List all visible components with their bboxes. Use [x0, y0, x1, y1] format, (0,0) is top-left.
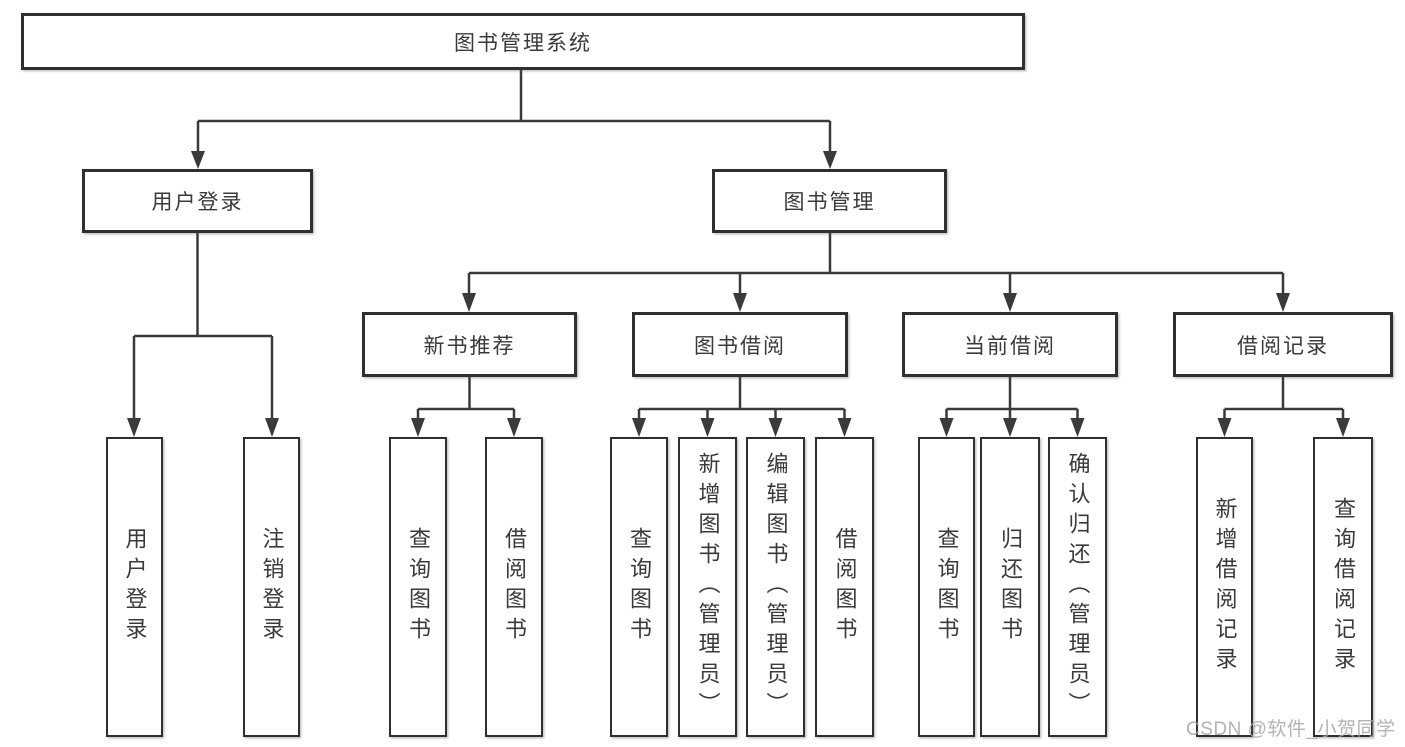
leaf-borrow-query-books: 查询图书 — [610, 437, 668, 737]
leaf-user-login-label: 用户登录 — [122, 527, 148, 647]
connector-book-mgmt-children — [462, 233, 1290, 312]
node-user-login-label: 用户登录 — [151, 191, 244, 214]
leaf-newbook-borrow-books: 借阅图书 — [485, 437, 543, 737]
node-borrow-records: 借阅记录 — [1173, 312, 1393, 377]
leaf-newbook-query-books: 查询图书 — [389, 437, 447, 737]
node-current-borrow-label: 当前借阅 — [964, 334, 1056, 358]
leaf-records-query-record-label: 查询借阅记录 — [1331, 497, 1356, 677]
leaf-borrow-borrow-books-label: 借阅图书 — [832, 527, 858, 647]
node-library-system-label: 图书管理系统 — [454, 31, 592, 55]
leaf-borrow-add-books-admin-label: 新增图书（管理员） — [695, 452, 721, 722]
connector-user-login-children — [127, 233, 279, 437]
leaf-borrow-edit-books-admin-label: 编辑图书（管理员） — [763, 452, 789, 722]
leaf-logout-label: 注销登录 — [259, 527, 285, 647]
leaf-current-query-books-label: 查询图书 — [934, 527, 960, 647]
leaf-user-login: 用户登录 — [106, 437, 163, 737]
connector-book-borrow-children — [632, 377, 852, 437]
leaf-borrow-borrow-books: 借阅图书 — [815, 437, 874, 737]
node-book-management: 图书管理 — [712, 169, 947, 233]
leaf-current-return-books: 归还图书 — [980, 437, 1040, 737]
node-library-system: 图书管理系统 — [21, 13, 1025, 70]
leaf-current-confirm-return-admin: 确认归还（管理员） — [1048, 437, 1107, 737]
leaf-borrow-add-books-admin: 新增图书（管理员） — [678, 437, 737, 737]
leaf-records-query-record: 查询借阅记录 — [1313, 437, 1373, 737]
leaf-borrow-query-books-label: 查询图书 — [627, 527, 652, 647]
connector-borrow-records-children — [1217, 377, 1350, 437]
node-user-login: 用户登录 — [82, 169, 313, 233]
leaf-logout: 注销登录 — [243, 437, 300, 737]
connector-current-borrow-children — [939, 377, 1085, 437]
leaf-borrow-edit-books-admin: 编辑图书（管理员） — [746, 437, 805, 737]
leaf-newbook-query-books-label: 查询图书 — [406, 527, 431, 647]
leaf-records-add-record-label: 新增借阅记录 — [1212, 497, 1238, 677]
leaf-records-add-record: 新增借阅记录 — [1196, 437, 1253, 737]
node-book-borrow: 图书借阅 — [632, 312, 848, 377]
leaf-current-confirm-return-admin-label: 确认归还（管理员） — [1065, 452, 1091, 722]
node-borrow-records-label: 借阅记录 — [1237, 334, 1329, 358]
connector-new-book-children — [411, 377, 521, 437]
csdn-watermark: CSDN @软件_小贺同学 — [1186, 719, 1396, 740]
node-book-borrow-label: 图书借阅 — [694, 334, 786, 358]
node-current-borrow: 当前借阅 — [902, 312, 1118, 377]
connector-root-to-level2 — [191, 70, 837, 169]
node-new-book-recommend: 新书推荐 — [362, 312, 577, 377]
leaf-newbook-borrow-books-label: 借阅图书 — [502, 527, 527, 647]
node-book-management-label: 图书管理 — [783, 191, 876, 214]
leaf-current-return-books-label: 归还图书 — [998, 527, 1023, 647]
leaf-current-query-books: 查询图书 — [918, 437, 975, 737]
node-new-book-recommend-label: 新书推荐 — [423, 334, 516, 358]
